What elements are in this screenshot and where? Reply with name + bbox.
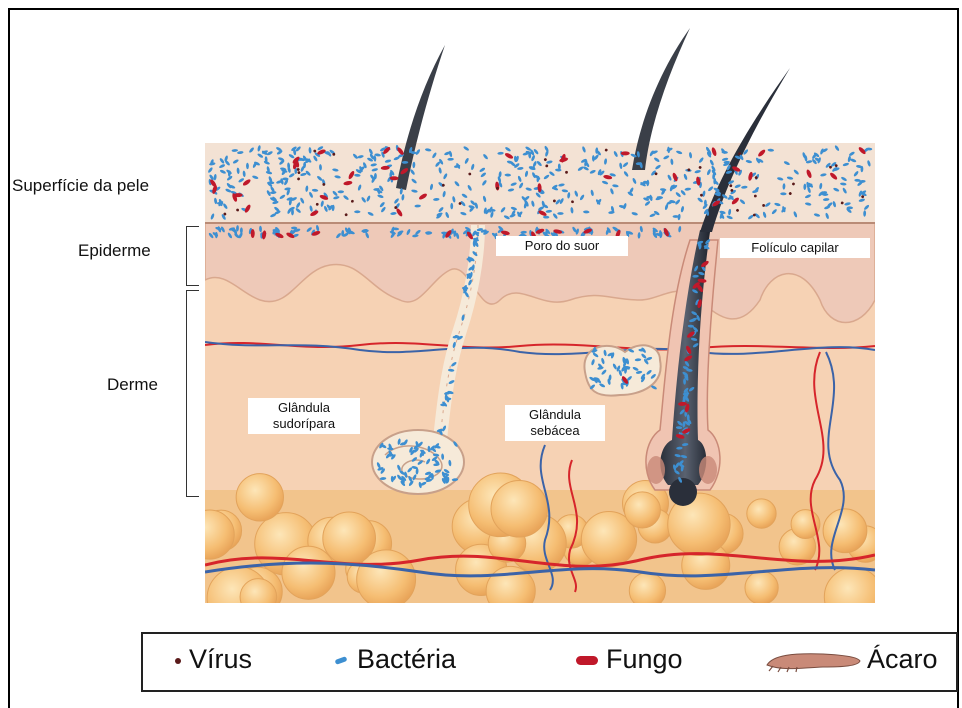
fat-cell — [185, 510, 234, 559]
bacterium — [847, 206, 853, 209]
fat-cell — [824, 567, 883, 626]
bacterium — [354, 210, 360, 213]
legend-bacteria: Bactéria — [335, 644, 456, 675]
legend-mite: Ácaro — [763, 644, 938, 675]
fat-cell — [747, 499, 776, 528]
legend-virus-label: Vírus — [189, 644, 252, 674]
label-epidermis: Epiderme — [78, 241, 151, 261]
label-skin-surface: Superfície da pele — [12, 176, 149, 196]
fat-cell — [236, 474, 283, 521]
legend: Vírus Bactéria Fungo Ácaro — [141, 632, 958, 692]
mite-icon — [763, 649, 863, 673]
legend-bacteria-label: Bactéria — [357, 644, 456, 674]
label-sweat-gland-line2: sudorípara — [252, 416, 356, 432]
fat-cell — [629, 573, 665, 609]
bracket-dermis — [186, 290, 199, 497]
bracket-epidermis — [186, 226, 199, 286]
label-sebaceous-gland-line2: sebácea — [509, 423, 601, 439]
label-sebaceous-gland-line1: Glândula — [509, 407, 601, 423]
legend-fungus-label: Fungo — [606, 644, 683, 674]
bacterium — [431, 473, 434, 479]
fungus-icon — [576, 656, 598, 665]
bacterium — [422, 450, 425, 456]
label-sweat-gland-line1: Glândula — [252, 400, 356, 416]
legend-virus: Vírus — [175, 644, 252, 675]
fat-cell — [823, 509, 867, 553]
fat-cell — [745, 571, 778, 604]
label-sweat-pore: Poro do suor — [496, 236, 628, 256]
bacterium — [557, 212, 563, 215]
label-sweat-gland: Glândula sudorípara — [248, 398, 360, 434]
fungus-cell — [621, 151, 630, 155]
fat-cell — [282, 546, 335, 599]
fat-cell — [240, 579, 277, 616]
fungus-cell — [251, 229, 255, 238]
fat-cell — [323, 512, 376, 565]
fat-cell — [491, 480, 548, 537]
fat-cell — [624, 492, 660, 528]
bacterium — [450, 203, 453, 209]
label-hair-follicle: Folículo capilar — [720, 238, 870, 258]
bacteria-icon — [335, 656, 348, 665]
virus-icon — [175, 658, 181, 664]
label-sebaceous-gland: Glândula sebácea — [505, 405, 605, 441]
legend-fungus: Fungo — [576, 644, 683, 675]
label-dermis: Derme — [107, 375, 158, 395]
legend-mite-label: Ácaro — [867, 644, 938, 674]
